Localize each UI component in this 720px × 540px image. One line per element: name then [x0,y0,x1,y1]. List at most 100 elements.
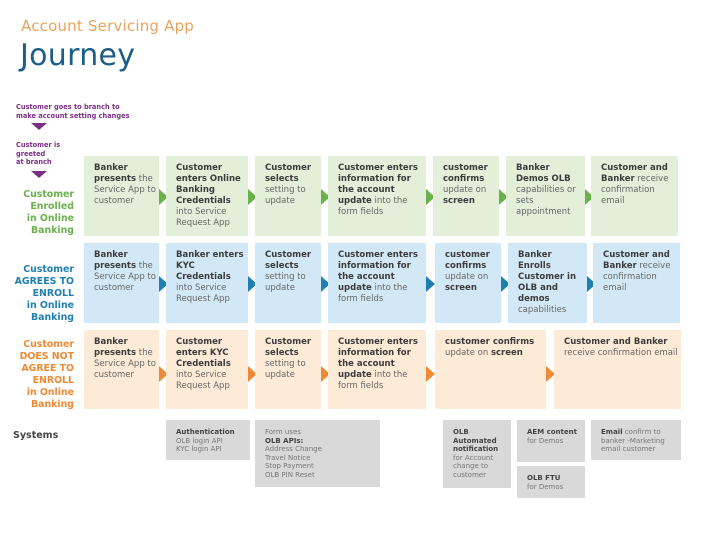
arrow-right-icon [501,276,510,292]
step-card: Banker enters KYC Credentials into Servi… [166,243,248,323]
step-text: into the form fields [338,370,408,391]
step-text: into Service Request App [176,207,230,228]
step-card: Customer enters information for the acco… [328,156,426,236]
arrow-right-icon [585,189,594,205]
arrow-right-icon [248,366,257,382]
step-bold: Banker Demos OLB [516,163,571,184]
step-bold: Banker presents [94,163,137,184]
step-bold: Customer enters information for the acco… [338,250,418,293]
arrow-right-icon [248,189,257,205]
step-bold: Customer and Banker [564,337,668,347]
step-text: receive confirmation email [601,174,669,206]
row-label-enrolled: Customer Enrolled in Online Banking [8,189,74,237]
row-label-line: Banking [31,225,74,236]
step-card: customer confirms update on screen [433,156,499,236]
row-label-line: in Online [26,213,74,224]
row-label-line: Banking [31,399,74,410]
system-bold: Email [601,428,623,436]
arrow-right-icon [159,276,168,292]
step-text: capabilities [518,305,567,315]
step-card: Banker presents the Service App to custo… [84,156,159,236]
down-arrow-icon [31,123,47,130]
row-label-line: Banking [31,312,74,323]
step-bold: Customer enters Online Banking Credentia… [176,163,241,206]
step-card: Banker presents the Service App to custo… [84,330,159,409]
step-text: setting to update [265,185,306,206]
row-label-line: in Online [26,300,74,311]
system-line: KYC login API [176,445,222,454]
system-line: Stop Payment [265,462,314,471]
step-card: Customer selects setting to update [255,330,321,409]
step-card: Customer enters Online Banking Credentia… [166,156,248,236]
step-text: update on [443,185,487,195]
arrow-right-icon [159,366,168,382]
system-box-email: Email confirm to banker -Marketing email… [591,420,681,460]
system-bold: OLB Automated notification [453,428,499,454]
page-title: Journey [20,38,136,73]
step-text: the Service App to customer [94,261,156,293]
step-card: Banker Demos OLB capabilities or sets ap… [506,156,585,236]
system-line: Form uses [265,428,301,436]
step-text: the Service App to customer [94,348,156,380]
step-bold: screen [443,196,475,206]
arrow-right-icon [321,276,330,292]
system-box-olb-notification: OLB Automated notification for Account c… [443,420,511,488]
step-card: Customer selects setting to update [255,156,321,236]
row-label-line: DOES NOT [19,351,74,362]
arrow-right-icon [321,366,330,382]
step-text: capabilities or sets appointment [516,185,576,217]
system-line: for Account [453,453,494,462]
arrow-right-icon [499,189,508,205]
step-bold: customer confirms [443,163,488,184]
step-bold: customer confirms [445,337,535,347]
step-bold: Customer enters information for the acco… [338,163,418,206]
step-card: Banker Enrolls Customer in OLB and demos… [508,243,587,323]
row-label-line: Customer [23,339,74,350]
system-line: OLB PIN Reset [265,470,315,479]
row-label-line: in Online [26,387,74,398]
step-bold: Banker presents [94,250,137,271]
arrow-right-icon [546,366,555,382]
arrow-right-icon [426,366,435,382]
intro-step-branch: Customer goes to branch to make account … [16,103,129,120]
step-text: into the form fields [338,196,408,217]
intro-text: Customer goes to branch to [16,103,120,111]
step-text: into the form fields [338,283,408,304]
system-bold: OLB APIs: [265,436,304,445]
row-label-line: Enrolled [30,201,74,212]
system-line: Travel Notice [265,453,311,462]
intro-text: make account setting changes [16,111,130,120]
step-text: into Service Request App [176,370,230,391]
step-card: Customer enters information for the acco… [328,243,426,323]
step-bold: screen [490,348,523,358]
step-text: the Service App to customer [94,174,156,206]
step-card: Customer and Banker receive confirmation… [593,243,680,323]
system-box-authentication: Authentication OLB login API KYC login A… [166,420,250,460]
step-card: Customer and Banker receive confirmation… [591,156,678,236]
row-label-line: AGREES TO [14,276,74,287]
step-text: setting to update [265,359,306,380]
step-text: receive confirmation email [564,348,678,358]
intro-text: at branch [16,158,52,166]
intro-text: Customer is [16,141,61,149]
down-arrow-icon [31,171,47,178]
step-text: update on [445,348,491,358]
step-card: Banker presents the Service App to custo… [84,243,159,323]
step-card: Customer and Banker receive confirmation… [554,330,681,409]
step-card: Customer enters information for the acco… [328,330,426,409]
row-label-line: ENROLL [32,375,74,386]
step-card: Customer enters KYC Credentials into Ser… [166,330,248,409]
intro-step-greeted: Customer is greeted at branch [16,141,60,167]
system-line: confirm to banker -Marketing email custo… [601,428,665,454]
step-text: receive confirmation email [603,261,671,293]
step-bold: Customer selects [265,337,312,358]
system-line: for Demos [527,436,564,445]
step-bold: Customer enters information for the acco… [338,337,418,380]
system-box-olb-ftu: OLB FTU for Demos [517,466,585,498]
step-text: setting to update [265,272,306,293]
step-bold: Customer and Banker [603,250,670,271]
arrow-right-icon [426,189,435,205]
row-label-agrees: Customer AGREES TO ENROLL in Online Bank… [8,264,74,324]
arrow-right-icon [426,276,435,292]
system-line: Address Change [265,445,322,454]
